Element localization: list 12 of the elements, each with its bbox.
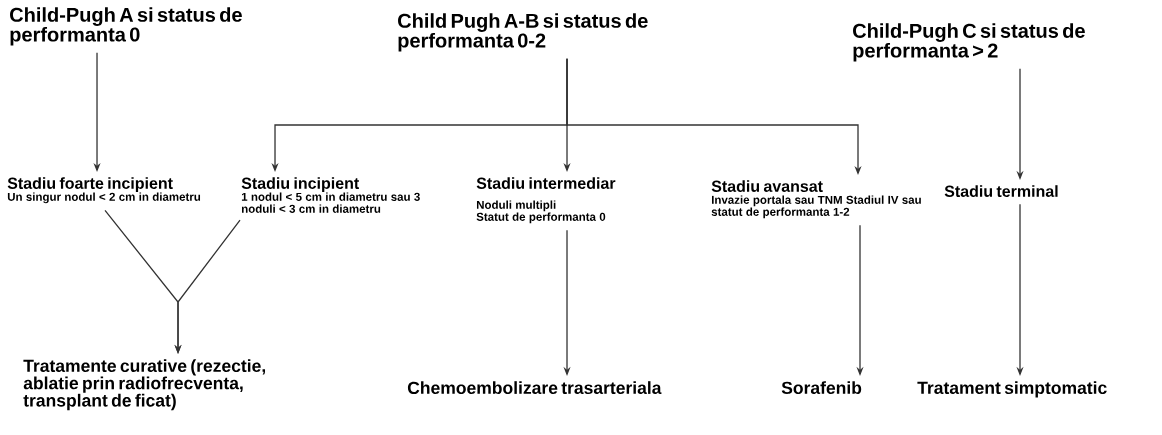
treatment-label: Tratamente curative (rezectie, ablatie prin radiofrecventa, transplant de ficat): [23, 359, 265, 411]
stage-description: Stadiu incipient 1 nodul < 5 cm in diametru sau 3 noduli < 3 cm in diametru: [241, 177, 420, 213]
stage-description: Stadiu intermediar Noduli multipli Statut de performanta 0: [476, 177, 616, 224]
stage-description: Stadiu avansat Invazie portala sau TNM Stadiul IV sau statut de performanta 1-2: [711, 180, 921, 219]
criteria-heading: Child Pugh A-B si status de performanta 0-2: [398, 13, 648, 52]
treatment-label: Tratament simptomatic: [917, 381, 1107, 398]
stage-description: Stadiu foarte incipient Un singur nodul < 2 cm in diametru: [7, 177, 201, 204]
stage-description: Stadiu terminal: [944, 185, 1058, 197]
treatment-label: Sorafenib: [781, 381, 862, 395]
criteria-heading: Child-Pugh A si status de performanta 0: [10, 7, 242, 46]
criteria-heading: Child-Pugh C si status de performanta > 2: [853, 23, 1085, 62]
treatment-label: Chemoembolizare trasarteriala: [407, 381, 662, 395]
